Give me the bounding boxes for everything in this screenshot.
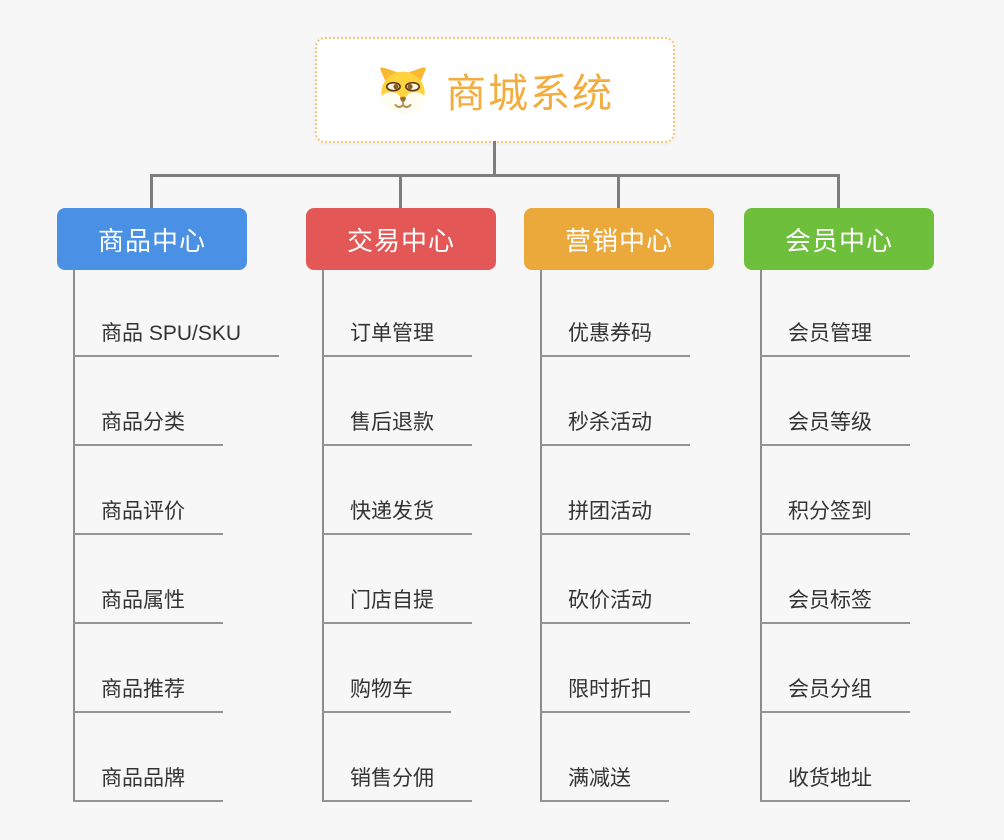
leaf-node[interactable]: 售后退款 — [322, 409, 472, 446]
leaf-node[interactable]: 商品属性 — [73, 587, 223, 624]
leaf-node[interactable]: 购物车 — [322, 676, 451, 713]
dog-face-icon — [380, 67, 426, 114]
leaf-node[interactable]: 门店自提 — [322, 587, 472, 624]
connector-drop-4 — [837, 174, 840, 210]
leaf-node[interactable]: 秒杀活动 — [540, 409, 690, 446]
branch-node-marketing[interactable]: 营销中心 — [524, 208, 714, 270]
leaf-node[interactable]: 会员等级 — [760, 409, 910, 446]
branch-node-trade[interactable]: 交易中心 — [306, 208, 496, 270]
leaf-node[interactable]: 积分签到 — [760, 498, 910, 535]
root-title: 商城系统 — [446, 72, 614, 116]
branch-column-members: 会员管理 会员等级 积分签到 会员标签 会员分组 收货地址 — [760, 270, 1004, 802]
leaf-node[interactable]: 商品品牌 — [73, 765, 223, 802]
connector-drop-1 — [150, 174, 153, 210]
branch-column-trade: 订单管理 售后退款 快递发货 门店自提 购物车 销售分佣 — [322, 270, 582, 802]
leaf-node[interactable]: 会员管理 — [760, 320, 910, 357]
leaf-node[interactable]: 商品评价 — [73, 498, 223, 535]
connector-trunk — [760, 270, 762, 800]
leaf-node[interactable]: 会员标签 — [760, 587, 910, 624]
connector-trunk — [322, 270, 324, 800]
leaf-node[interactable]: 快递发货 — [322, 498, 472, 535]
leaf-node[interactable]: 满减送 — [540, 765, 669, 802]
leaf-node[interactable]: 商品分类 — [73, 409, 223, 446]
connector-trunk — [540, 270, 542, 800]
connector-horizontal — [150, 174, 839, 177]
branch-node-products[interactable]: 商品中心 — [57, 208, 247, 270]
branch-column-products: 商品 SPU/SKU 商品分类 商品评价 商品属性 商品推荐 商品品牌 — [73, 270, 333, 802]
leaf-node[interactable]: 优惠券码 — [540, 320, 690, 357]
root-node[interactable]: 商城系统 — [315, 37, 675, 143]
leaf-node[interactable]: 销售分佣 — [322, 765, 472, 802]
leaf-node[interactable]: 限时折扣 — [540, 676, 690, 713]
leaf-node[interactable]: 拼团活动 — [540, 498, 690, 535]
leaf-node[interactable]: 商品 SPU/SKU — [73, 320, 280, 357]
connector-trunk — [73, 270, 75, 800]
branch-column-marketing: 优惠券码 秒杀活动 拼团活动 砍价活动 限时折扣 满减送 — [540, 270, 800, 802]
leaf-node[interactable]: 收货地址 — [760, 765, 910, 802]
connector-drop-2 — [399, 174, 402, 210]
connector-drop-3 — [617, 174, 620, 210]
leaf-node[interactable]: 订单管理 — [322, 320, 472, 357]
leaf-node[interactable]: 商品推荐 — [73, 676, 223, 713]
leaf-node[interactable]: 砍价活动 — [540, 587, 690, 624]
leaf-node[interactable]: 会员分组 — [760, 676, 910, 713]
connector-root-stub — [493, 141, 496, 175]
branch-node-members[interactable]: 会员中心 — [744, 208, 934, 270]
